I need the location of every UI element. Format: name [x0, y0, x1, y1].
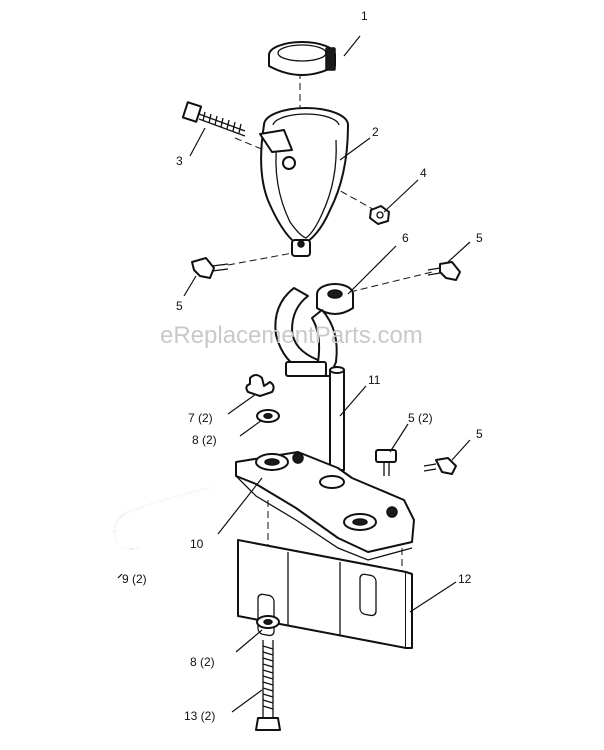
part-5-screw-left: [191, 257, 229, 279]
callout-7: 7 (2): [188, 411, 213, 425]
part-4-nut: [369, 205, 390, 225]
part-8-washer-lower: [256, 615, 280, 629]
callout-11: 11: [368, 373, 381, 387]
callout-5c: 5 (2): [408, 411, 433, 425]
callout-2: 2: [372, 125, 379, 139]
part-12-guide-block: [237, 539, 413, 649]
screw-axis-right: [349, 271, 433, 293]
part-6-clamp: [274, 283, 354, 377]
part-5-screw-lower-right: [423, 457, 457, 475]
callout-8b: 8 (2): [190, 655, 215, 669]
callout-8a: 8 (2): [192, 433, 217, 447]
part-2-yoke: [259, 107, 349, 257]
callout-4: 4: [420, 166, 427, 180]
part-13-long-bolt: [255, 640, 281, 731]
part-5-screw-pair: [375, 449, 397, 476]
callout-1: 1: [361, 9, 368, 23]
callout-5b: 5: [476, 231, 483, 245]
part-7-wing-nut: [245, 374, 275, 397]
part-10-base: [235, 451, 415, 561]
part-5-screw-right: [427, 261, 461, 281]
part-1-collar: [268, 41, 336, 76]
callout-5a: 5: [176, 299, 183, 313]
part-8-washer-upper: [256, 409, 280, 423]
part-3-bolt: [181, 101, 246, 137]
callout-12: 12: [458, 572, 472, 586]
callout-6: 6: [402, 231, 409, 245]
callout-13: 13 (2): [184, 709, 215, 723]
callout-3: 3: [176, 154, 183, 168]
leader-lines: [117, 35, 471, 713]
watermark: eReplacementParts.com: [160, 322, 423, 349]
callout-10: 10: [190, 537, 204, 551]
part-9-hook-rod: [113, 487, 211, 550]
part-11-post: [329, 366, 345, 471]
screw-axis-left: [227, 251, 299, 266]
callout-9: 9 (2): [122, 572, 147, 586]
callout-5d: 5: [476, 427, 483, 441]
